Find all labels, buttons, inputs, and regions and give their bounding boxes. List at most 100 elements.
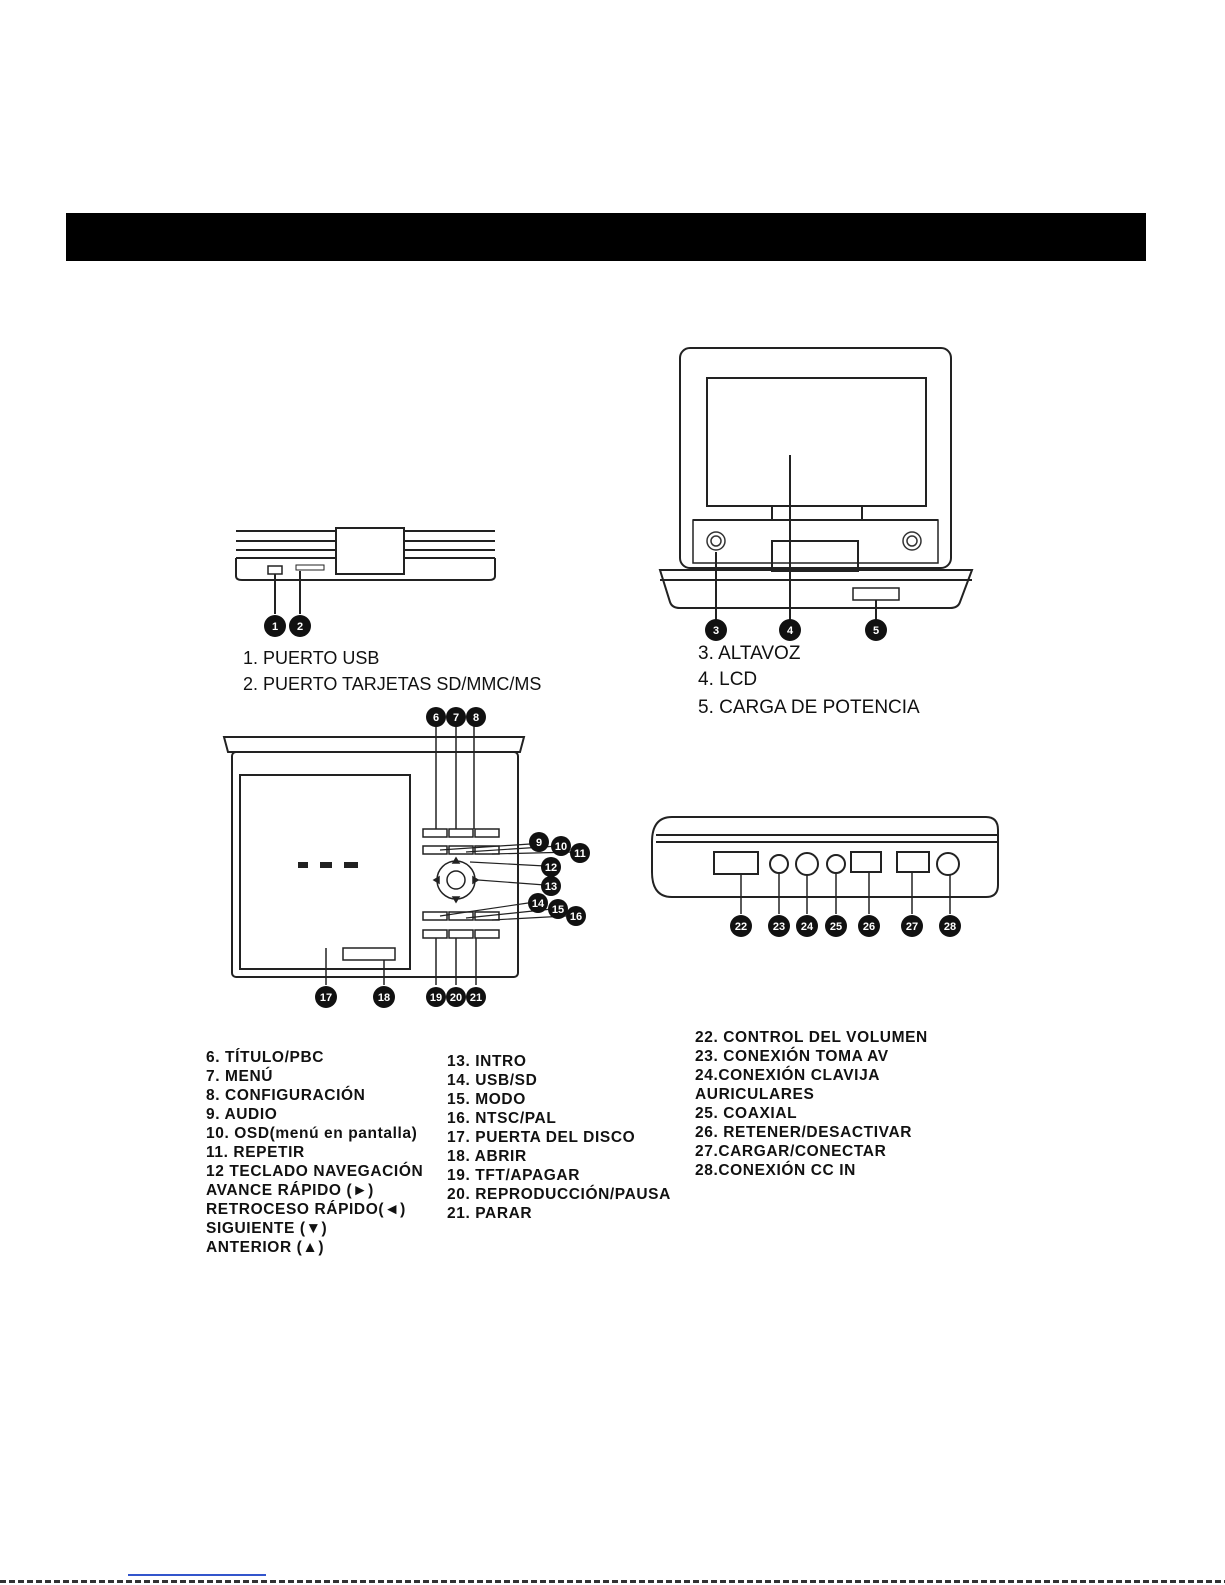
svg-text:16: 16 (570, 911, 582, 923)
legend-item: 20. REPRODUCCIÓN/PAUSA (447, 1186, 671, 1203)
badge-3: 3 (705, 619, 727, 641)
legend-item: 23. CONEXIÓN TOMA AV (695, 1048, 889, 1065)
svg-text:27: 27 (906, 921, 918, 933)
legend-item: 19. TFT/APAGAR (447, 1167, 580, 1184)
svg-text:4: 4 (787, 625, 794, 637)
legend-item: RETROCESO RÁPIDO(◄) (206, 1201, 406, 1218)
svg-text:26: 26 (863, 921, 875, 933)
badge-19: 19 (426, 987, 446, 1007)
legend-item: 18. ABRIR (447, 1148, 527, 1165)
svg-text:25: 25 (830, 921, 842, 933)
legend-item: 11. REPETIR (206, 1144, 305, 1161)
badge-9: 9 (529, 832, 549, 852)
svg-text:24: 24 (801, 921, 814, 933)
caption-speaker: 3. ALTAVOZ (698, 643, 801, 664)
legend-item: 10. OSD(menú en pantalla) (206, 1125, 418, 1142)
badge-7: 7 (446, 707, 466, 727)
svg-text:3: 3 (713, 625, 719, 637)
badge-17: 17 (315, 986, 337, 1008)
legend-item: SIGUIENTE (▼) (206, 1220, 328, 1237)
badge-10: 10 (551, 836, 571, 856)
legend-column-3: 22. CONTROL DEL VOLUMEN 23. CONEXIÓN TOM… (695, 1028, 928, 1180)
badge-1: 1 (264, 615, 286, 637)
legend-item: 15. MODO (447, 1091, 526, 1108)
caption-power-charge: 5. CARGA DE POTENCIA (698, 697, 920, 718)
legend-item: 9. AUDIO (206, 1106, 278, 1123)
caption-lcd: 4. LCD (698, 669, 758, 690)
caption-usb-port: 1. PUERTO USB (243, 648, 380, 668)
legend-item: 16. NTSC/PAL (447, 1110, 557, 1127)
badge-13: 13 (541, 876, 561, 896)
speaker-grille-icon (706, 531, 922, 551)
legend-item: 27.CARGAR/CONECTAR (695, 1143, 887, 1160)
svg-text:18: 18 (378, 992, 390, 1004)
svg-text:8: 8 (473, 712, 479, 724)
badge-11: 11 (570, 843, 590, 863)
badge-24: 24 (796, 915, 818, 937)
badge-18: 18 (373, 986, 395, 1008)
legend-item: AURICULARES (695, 1086, 815, 1103)
svg-text:19: 19 (430, 992, 442, 1004)
legend-item: 14. USB/SD (447, 1072, 538, 1089)
svg-text:21: 21 (470, 992, 482, 1004)
legend-column-2: 13. INTRO 14. USB/SD 15. MODO 16. NTSC/P… (447, 1052, 671, 1223)
svg-text:28: 28 (944, 921, 956, 933)
svg-text:20: 20 (450, 992, 462, 1004)
side-view-connectors-diagram (651, 816, 999, 914)
svg-text:17: 17 (320, 992, 332, 1004)
top-view-lcd-diagram (658, 347, 974, 622)
footer-rule (0, 1580, 1225, 1583)
svg-text:14: 14 (532, 898, 545, 910)
nav-pad-icon (432, 856, 480, 904)
legend-item: 26. RETENER/DESACTIVAR (695, 1124, 913, 1141)
legend-item: 12 TECLADO NAVEGACIÓN (206, 1163, 424, 1180)
front-panel-diagram (222, 720, 575, 985)
badge-26: 26 (858, 915, 880, 937)
svg-text:15: 15 (552, 904, 564, 916)
badge-4: 4 (779, 619, 801, 641)
svg-text:9: 9 (536, 837, 542, 849)
badge-21: 21 (466, 987, 486, 1007)
legend-item: 6. TÍTULO/PBC (206, 1049, 325, 1066)
svg-text:1: 1 (272, 621, 278, 633)
svg-text:22: 22 (735, 921, 747, 933)
badge-14: 14 (528, 893, 548, 913)
legend-item: 13. INTRO (447, 1053, 527, 1070)
section-header-bar (66, 213, 1146, 261)
badge-27: 27 (901, 915, 923, 937)
badge-23: 23 (768, 915, 790, 937)
badge-12: 12 (541, 857, 561, 877)
svg-text:23: 23 (773, 921, 785, 933)
caption-card-port: 2. PUERTO TARJETAS SD/MMC/MS (243, 674, 542, 694)
legend-item: 28.CONEXIÓN CC IN (695, 1162, 856, 1179)
legend-item: 17. PUERTA DEL DISCO (447, 1129, 636, 1146)
badge-16: 16 (566, 906, 586, 926)
footer-link-underline (128, 1574, 266, 1576)
legend-item: 21. PARAR (447, 1205, 533, 1222)
svg-text:6: 6 (433, 712, 439, 724)
badge-6: 6 (426, 707, 446, 727)
legend-item: 22. CONTROL DEL VOLUMEN (695, 1029, 928, 1046)
badge-20: 20 (446, 987, 466, 1007)
svg-text:2: 2 (297, 621, 303, 633)
svg-text:7: 7 (453, 712, 459, 724)
svg-text:10: 10 (555, 841, 567, 853)
svg-text:13: 13 (545, 881, 557, 893)
legend-item: ANTERIOR (▲) (206, 1239, 325, 1256)
legend-column-1: 6. TÍTULO/PBC 7. MENÚ 8. CONFIGURACIÓN 9… (206, 1048, 423, 1257)
side-view-usb-diagram (235, 527, 496, 614)
badge-8: 8 (466, 707, 486, 727)
svg-text:12: 12 (545, 862, 557, 874)
svg-text:11: 11 (574, 848, 586, 860)
badge-15: 15 (548, 899, 568, 919)
badge-25: 25 (825, 915, 847, 937)
badge-22: 22 (730, 915, 752, 937)
svg-text:5: 5 (873, 625, 879, 637)
legend-item: 25. COAXIAL (695, 1105, 798, 1122)
badge-2: 2 (289, 615, 311, 637)
legend-item: 7. MENÚ (206, 1068, 274, 1085)
badge-5: 5 (865, 619, 887, 641)
disc-logo-icon (298, 862, 358, 868)
legend-item: 8. CONFIGURACIÓN (206, 1087, 366, 1104)
